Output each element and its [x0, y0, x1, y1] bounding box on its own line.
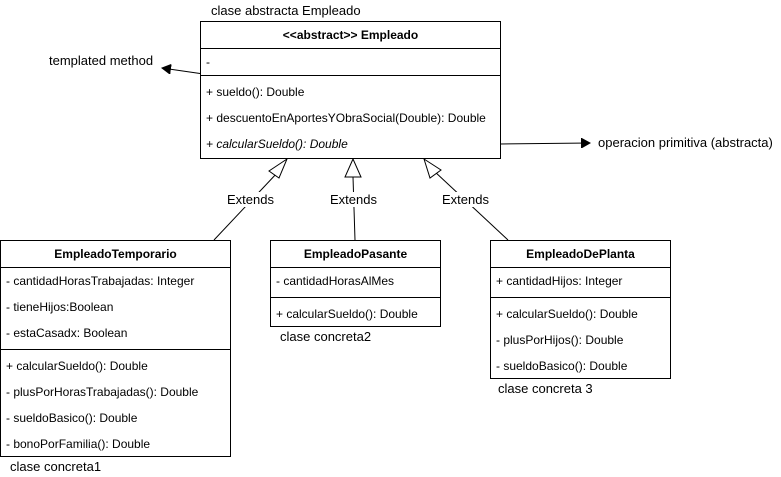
inheritance-arrow-temporario: [268, 157, 289, 179]
concrete2-caption: clase concreta2: [280, 329, 372, 344]
class-pasante-title: EmpleadoPasante: [271, 241, 440, 268]
method-row: + descuentoEnAportesYObraSocial(Double):…: [206, 111, 486, 125]
templated-method-caption: templated method: [49, 53, 154, 68]
method-row: - plusPorHijos(): Double: [496, 333, 624, 347]
attribute-row: - cantidadHorasTrabajadas: Integer: [6, 274, 195, 288]
primitive-operation-arrow: [499, 143, 590, 144]
method-row: + calcularSueldo(): Double: [6, 359, 148, 373]
class-planta-title: EmpleadoDePlanta: [491, 241, 670, 268]
class-temporario-attributes: - cantidadHorasTrabajadas: Integer - tie…: [1, 268, 230, 350]
class-empleado-title: <<abstract>> Empleado: [201, 22, 500, 49]
attribute-row: -: [206, 55, 210, 69]
class-planta-methods: + calcularSueldo(): Double - plusPorHijo…: [491, 298, 670, 379]
extends-label-temporario: Extends: [225, 192, 276, 207]
attribute-row: - estaCasadx: Boolean: [6, 326, 128, 340]
class-planta-attributes: + cantidadHijos: Integer: [491, 268, 670, 298]
abstract-class-caption: clase abstracta Empleado: [211, 3, 361, 18]
class-empleado-de-planta[interactable]: EmpleadoDePlanta + cantidadHijos: Intege…: [490, 240, 671, 379]
attribute-row: - tieneHijos:Boolean: [6, 300, 114, 314]
inheritance-arrow-pasante: [344, 157, 362, 178]
method-row: - sueldoBasico(): Double: [496, 359, 628, 373]
primitive-operation-caption: operacion primitiva (abstracta): [598, 135, 773, 150]
method-row: + sueldo(): Double: [206, 85, 305, 99]
extends-label-pasante: Extends: [328, 192, 379, 207]
class-empleado-attributes: -: [201, 49, 500, 76]
class-temporario-title: EmpleadoTemporario: [1, 241, 230, 268]
method-row: - sueldoBasico(): Double: [6, 411, 138, 425]
inheritance-arrow-planta: [423, 157, 442, 179]
method-row: + calcularSueldo(): Double: [276, 307, 418, 321]
method-row: - plusPorHorasTrabajadas(): Double: [6, 385, 199, 399]
extends-line-pasante: [352, 176, 356, 241]
extends-label-planta: Extends: [440, 192, 491, 207]
method-row: + calcularSueldo(): Double: [496, 307, 638, 321]
method-row: - bonoPorFamilia(): Double: [6, 437, 151, 451]
class-empleado[interactable]: <<abstract>> Empleado - + sueldo(): Doub…: [200, 21, 501, 159]
class-temporario-methods: + calcularSueldo(): Double - plusPorHora…: [1, 350, 230, 457]
attribute-row: - cantidadHorasAlMes: [276, 274, 395, 288]
class-pasante-attributes: - cantidadHorasAlMes: [271, 268, 440, 298]
concrete1-caption: clase concreta1: [10, 459, 102, 474]
attribute-row: + cantidadHijos: Integer: [496, 274, 623, 288]
class-empleado-methods: + sueldo(): Double + descuentoEnAportesY…: [201, 76, 500, 157]
class-empleado-temporario[interactable]: EmpleadoTemporario - cantidadHorasTrabaj…: [0, 240, 231, 457]
class-empleado-pasante[interactable]: EmpleadoPasante - cantidadHorasAlMes + c…: [270, 240, 441, 327]
concrete3-caption: clase concreta 3: [498, 381, 593, 396]
abstract-method-row: + calcularSueldo(): Double: [206, 137, 348, 151]
class-pasante-methods: + calcularSueldo(): Double: [271, 298, 440, 327]
